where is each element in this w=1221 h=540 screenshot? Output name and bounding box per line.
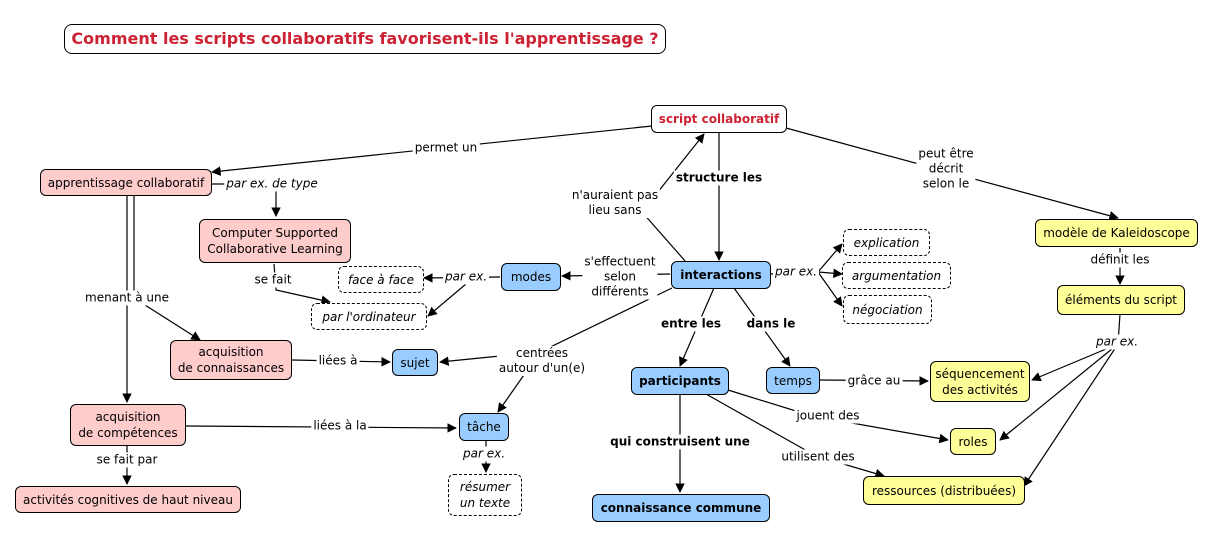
- label-definit-les: définit les: [1088, 252, 1152, 268]
- node-elements-script[interactable]: éléments du script: [1057, 285, 1185, 315]
- label-seffectuent: s'effectuent selon différents: [582, 254, 658, 300]
- label-liees-a: liées à: [316, 353, 360, 369]
- node-temps[interactable]: temps: [766, 367, 820, 394]
- node-resumer-texte[interactable]: résumer un texte: [448, 474, 522, 516]
- node-negociation[interactable]: négociation: [843, 295, 932, 324]
- node-ressources[interactable]: ressources (distribuées): [863, 476, 1025, 505]
- label-jouent-des: jouent des: [794, 408, 862, 424]
- node-activites-cognitives[interactable]: activités cognitives de haut niveau: [15, 486, 241, 513]
- label-par-ex-modes: par ex.: [442, 269, 490, 285]
- label-qui-construisent: qui construisent une: [608, 434, 752, 450]
- node-modes[interactable]: modes: [501, 263, 561, 291]
- node-script-collaboratif[interactable]: script collaboratif: [651, 105, 787, 133]
- edge-interactions-negociation: [817, 271, 843, 307]
- node-apprentissage-collaboratif[interactable]: apprentissage collaboratif: [40, 169, 212, 196]
- node-argumentation[interactable]: argumentation: [842, 262, 951, 289]
- label-par-ex-de-type: par ex. de type: [224, 176, 320, 192]
- node-acquisition-competences[interactable]: acquisition de compétences: [70, 404, 186, 446]
- label-liees-a-la: liées à la: [311, 418, 369, 434]
- node-face-a-face[interactable]: face à face: [338, 266, 424, 293]
- label-structure-les: structure les: [673, 170, 765, 186]
- edge-interactions-argumentation: [817, 268, 843, 279]
- edge-elements-roles: [999, 343, 1119, 441]
- label-dans-le: dans le: [744, 316, 798, 332]
- label-par-ex-interactions: par ex.: [772, 264, 820, 280]
- node-interactions[interactable]: interactions: [671, 261, 771, 289]
- label-par-ex-elements: par ex.: [1093, 334, 1141, 350]
- node-participants[interactable]: participants: [631, 367, 729, 395]
- label-se-fait: se fait: [252, 272, 294, 288]
- map-title: Comment les scripts collaboratifs favori…: [64, 24, 666, 54]
- node-cscl[interactable]: Computer Supported Collaborative Learnin…: [199, 219, 351, 263]
- label-centrees-autour: centrées autour d'un(e): [496, 346, 588, 376]
- node-sequencement[interactable]: séquencement des activités: [930, 361, 1030, 402]
- node-connaissance-commune[interactable]: connaissance commune: [592, 494, 770, 522]
- node-par-ordinateur[interactable]: par l'ordinateur: [311, 303, 427, 330]
- edge-elements-ressources: [1023, 343, 1119, 487]
- label-menant-a-une: menant à une: [83, 290, 171, 306]
- label-grace-au: grâce au: [845, 373, 903, 389]
- edge-modes-ordi: [427, 283, 467, 317]
- label-nauraient-pas: n'auraient pas lieu sans: [569, 188, 661, 218]
- label-se-fait-par: se fait par: [94, 452, 160, 468]
- edge-apprentissage-acqconn: [133, 196, 201, 341]
- node-kaleidoscope[interactable]: modèle de Kaleidoscope: [1035, 219, 1198, 247]
- label-entre-les: entre les: [658, 316, 724, 332]
- label-permet-un: permet un: [412, 140, 480, 156]
- node-explication[interactable]: explication: [843, 229, 930, 256]
- label-par-ex-tache: par ex.: [460, 446, 508, 462]
- node-acquisition-connaissances[interactable]: acquisition de connaissances: [170, 340, 292, 380]
- node-tache[interactable]: tâche: [459, 413, 509, 441]
- label-utilisent-des: utilisent des: [779, 449, 857, 465]
- label-peut-etre-decrit: peut être décrit selon le: [916, 146, 976, 192]
- node-roles[interactable]: roles: [950, 428, 996, 455]
- node-sujet[interactable]: sujet: [392, 349, 438, 376]
